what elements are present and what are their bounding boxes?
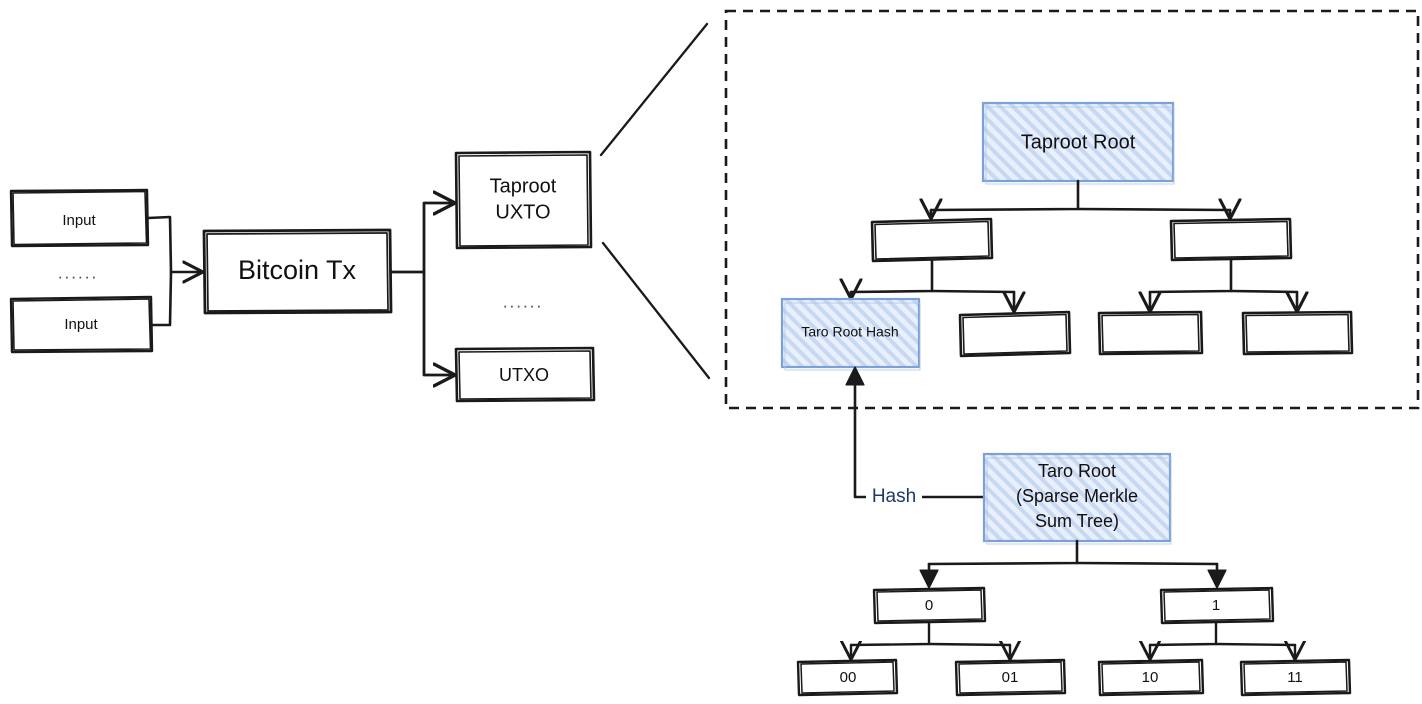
input-box-top: Input	[9, 188, 150, 248]
smt-leaf-10-box: 10	[1097, 658, 1205, 697]
taproot-branch-right-box	[1169, 217, 1293, 262]
taproot-leaf-4-box	[1241, 310, 1354, 356]
smt-leaf-00-label: 00	[840, 669, 857, 686]
bitcoin-tx-box: Bitcoin Tx	[202, 228, 393, 315]
smt-leaf-11-label: 11	[1287, 669, 1303, 686]
input-bottom-label: Input	[64, 316, 98, 333]
taproot-leaf-3-box	[1097, 310, 1204, 356]
smt-node-1-label: 1	[1212, 597, 1220, 614]
input-box-bottom: Input	[9, 295, 154, 354]
smt-leaf-01-box: 01	[954, 658, 1067, 697]
edge-tx-to-outputs	[389, 203, 452, 375]
taro-root-hash-box: Taro Root Hash	[780, 297, 921, 371]
plain-utxo-box: UTXO	[454, 346, 596, 403]
taro-root-label-line2: (Sparse Merkle	[1016, 486, 1138, 506]
bitcoin-tx-label: Bitcoin Tx	[238, 255, 357, 285]
taproot-utxo-label-line2: UXTO	[495, 201, 550, 223]
smt-node-0-label: 0	[925, 597, 933, 614]
plain-utxo-label: UTXO	[499, 365, 549, 385]
edge-taproot-left-branch-to-leaves	[851, 258, 1014, 309]
edge-hash-to-taro-root-hash: Hash	[845, 366, 986, 508]
taproot-leaf-2-box	[958, 310, 1072, 358]
smt-leaf-01-label: 01	[1002, 669, 1019, 686]
input-top-label: Input	[62, 212, 96, 229]
hash-edge-label: Hash	[872, 486, 916, 507]
input-ellipsis: ......	[58, 263, 98, 282]
smt-leaf-10-label: 10	[1142, 669, 1159, 686]
output-ellipsis: ......	[503, 292, 543, 311]
taro-root-label-line1: Taro Root	[1038, 461, 1116, 481]
edge-smt-node1-to-leaves	[1150, 621, 1295, 657]
expansion-line-top	[599, 22, 709, 157]
taproot-region-outline	[724, 9, 1420, 410]
smt-leaf-11-box: 11	[1239, 658, 1352, 697]
smt-node-1-box: 1	[1159, 586, 1275, 625]
taproot-root-label: Taproot Root	[1021, 131, 1136, 153]
edge-smt-node0-to-leaves	[851, 621, 1010, 657]
taro-root-label-line3: Sum Tree)	[1035, 511, 1119, 531]
smt-node-0-box: 0	[872, 586, 987, 625]
taproot-branch-left-box	[870, 217, 994, 263]
taproot-utxo-label-line1: Taproot	[490, 175, 557, 197]
taro-root-box: Taro Root (Sparse Merkle Sum Tree)	[982, 452, 1172, 545]
edge-taproot-root-to-level1	[931, 179, 1230, 216]
taproot-root-box: Taproot Root	[981, 101, 1175, 185]
smt-leaf-00-box: 00	[796, 658, 899, 697]
edge-taproot-right-branch-to-leaves	[1150, 257, 1297, 309]
taro-root-hash-label: Taro Root Hash	[801, 324, 898, 340]
taproot-utxo-box: Taproot UXTO	[454, 150, 593, 250]
edge-inputs-to-tx	[146, 215, 200, 327]
edge-taro-root-to-level1	[919, 539, 1227, 589]
expansion-line-bottom	[601, 241, 711, 380]
hash-label-backdrop	[866, 486, 922, 508]
